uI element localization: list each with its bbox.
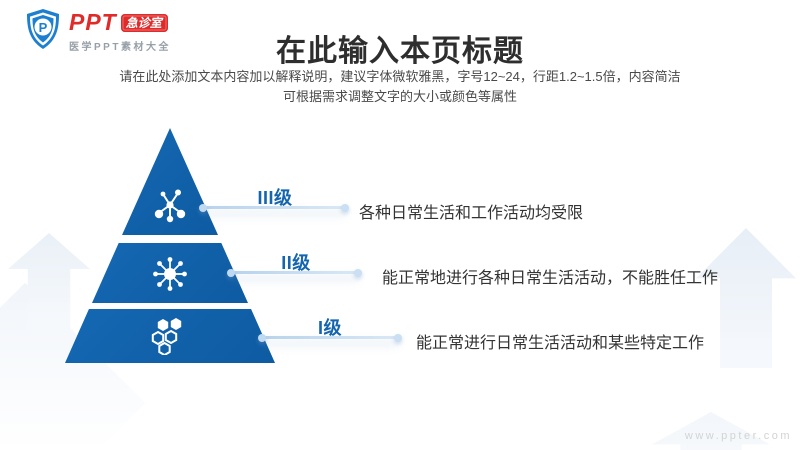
connector-start-dot (199, 203, 207, 212)
logo-badge: 急诊室 (120, 13, 168, 32)
logo: P PPT 急诊室 医学PPT素材大全 (24, 8, 171, 53)
level-2-label: II级 (281, 253, 311, 273)
connector-end-dot (341, 203, 349, 212)
logo-subtitle: 医学PPT素材大全 (69, 42, 171, 53)
shield-icon: P (27, 9, 59, 49)
virus-icon (153, 257, 187, 291)
level-2-connector-line (227, 268, 362, 277)
honeycomb-icon (151, 318, 182, 355)
level-3-description: 各种日常生活和工作活动均受限 (359, 205, 584, 222)
background-arrow-right (696, 228, 796, 368)
watermark: www.ppter.com (684, 430, 792, 442)
level-3-label: III级 (257, 188, 293, 208)
pyramid-level-2 (92, 243, 248, 303)
connector-end-dot (394, 333, 402, 342)
background-wedge (0, 282, 146, 450)
level-1-label: I级 (317, 318, 342, 338)
pyramid-level-1 (65, 309, 275, 363)
connector-start-dot (258, 333, 266, 342)
pyramid-level-3 (122, 128, 218, 235)
level-1-connector-line (258, 333, 402, 342)
connector-start-dot (227, 268, 235, 277)
logo-text-block: PPT 急诊室 医学PPT素材大全 (69, 8, 171, 54)
shield-letter: P (39, 20, 48, 35)
page-subtitle-line1: 请在此处添加文本内容加以解释说明，建议字体微软雅黑，字号12~24，行距1.2~… (119, 69, 681, 84)
connector-end-dot (354, 268, 362, 277)
level-3-connector-line (199, 203, 349, 212)
page-subtitle-line2: 可根据需求调整文字的大小或颜色等属性 (282, 89, 517, 104)
page-title: 在此输入本页标题 (276, 35, 524, 68)
molecule-icon (154, 189, 186, 223)
logo-ppt-text: PPT (69, 9, 117, 35)
level-1-description: 能正常进行日常生活活动和某些特定工作 (416, 335, 705, 352)
level-2-description: 能正常地进行各种日常生活活动，不能胜任工作 (382, 270, 719, 287)
